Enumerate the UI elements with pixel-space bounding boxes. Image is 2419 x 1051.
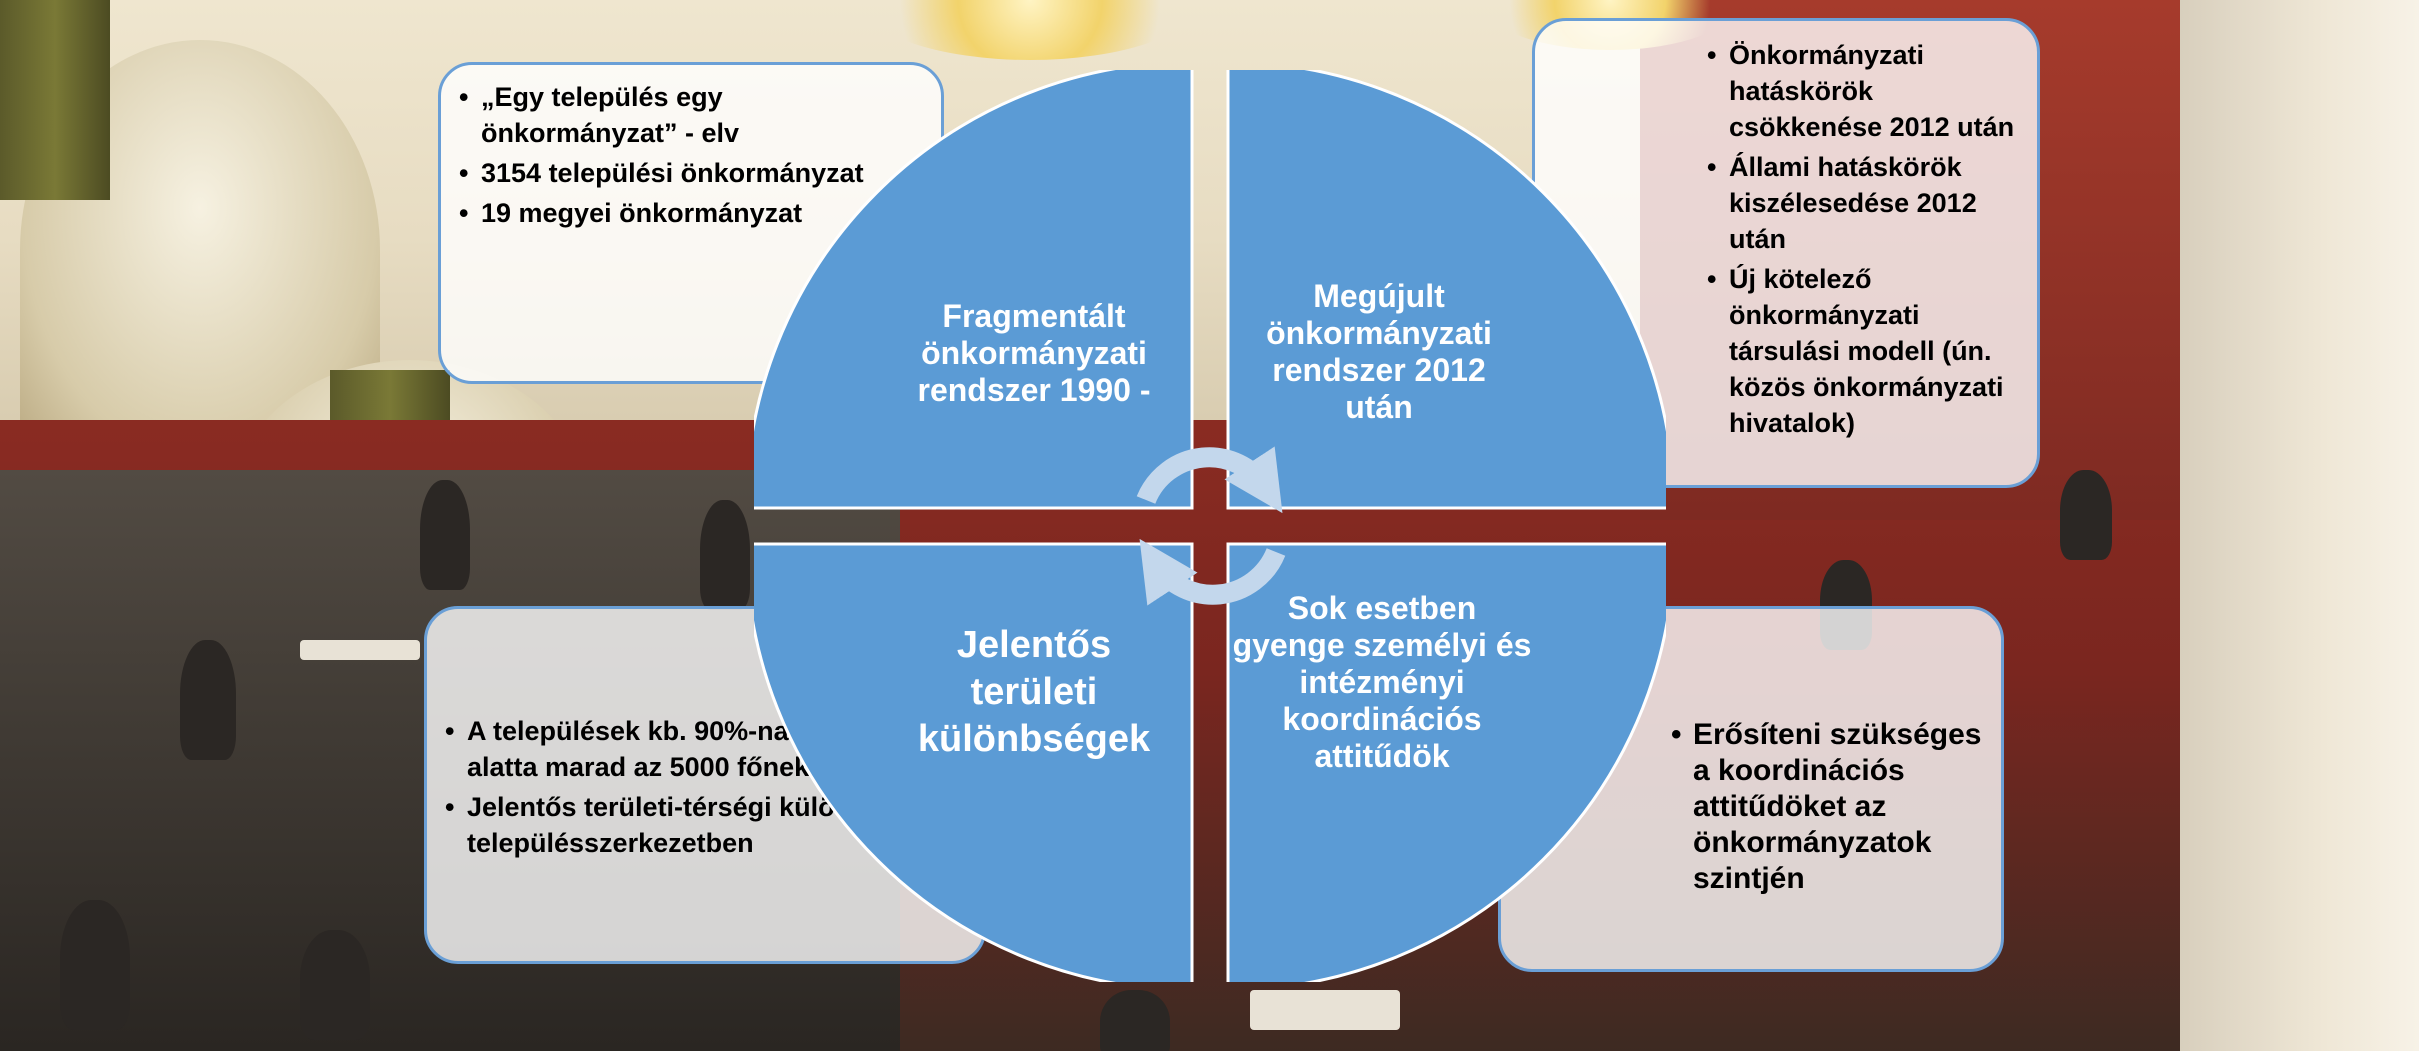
callout-bullet: Új kötelező önkormányzati társulási mode… — [1707, 261, 2027, 441]
quadrant-label-top-left: Fragmentált önkormányzati rendszer 1990 … — [917, 298, 1151, 408]
quadrant-bottom-left — [754, 542, 1194, 982]
person — [2060, 470, 2112, 560]
callout-bullet: 19 megyei önkormányzat — [459, 195, 925, 231]
quadrant-label-top-right: Megújult önkormányzati rendszer 2012 utá… — [1266, 278, 1492, 425]
person — [60, 900, 130, 1030]
callout-bullet: Erősíteni szükséges a koordinációs attit… — [1671, 717, 1987, 897]
person — [180, 640, 236, 760]
person — [300, 930, 370, 1040]
callout-bullet: Önkormányzati hatáskörök csökkenése 2012… — [1707, 37, 2027, 145]
quadrant-top-left — [754, 70, 1194, 510]
cycle-arrow-top — [1136, 446, 1283, 514]
desk — [300, 640, 420, 660]
person — [700, 500, 750, 610]
callout-bullet: „Egy település egy önkormányzat” - elv — [459, 79, 925, 151]
callout-bullet: 3154 települési önkormányzat — [459, 155, 925, 191]
person — [1100, 990, 1170, 1051]
quadrant-label-bottom-right: Sok esetben gyenge személyi és intézmény… — [1232, 590, 1532, 774]
cycle-arrow-bottom — [1139, 538, 1286, 606]
callout-bullet: Állami hatáskörök kiszélesedése 2012 utá… — [1707, 149, 2027, 257]
person — [420, 480, 470, 590]
quadrant-top-right — [1226, 70, 1666, 510]
balcony — [2180, 0, 2419, 1051]
curtain — [0, 0, 110, 200]
quadrant-bottom-right — [1226, 542, 1666, 982]
quadrant-label-bottom-left: Jelentős területi különbségek — [917, 624, 1151, 760]
diagram-graphic — [754, 70, 1666, 982]
desk — [1250, 990, 1400, 1030]
cycle-diagram: Fragmentált önkormányzati rendszer 1990 … — [754, 70, 1666, 982]
